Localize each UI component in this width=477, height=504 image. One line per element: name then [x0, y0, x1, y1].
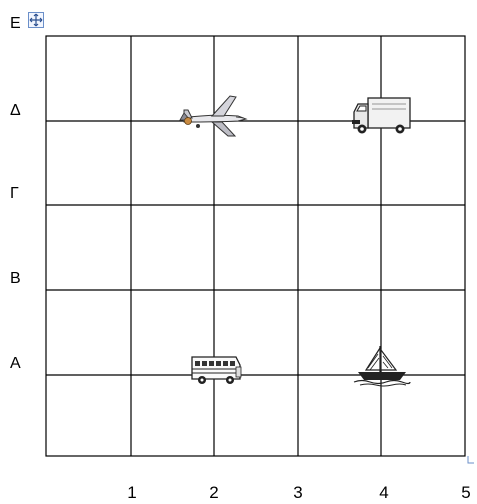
sailboat-icon	[354, 346, 410, 386]
table-resize-handle-icon[interactable]	[467, 456, 474, 464]
airplane-icon	[180, 96, 246, 136]
truck-icon	[352, 98, 410, 134]
bus-icon	[192, 357, 241, 384]
